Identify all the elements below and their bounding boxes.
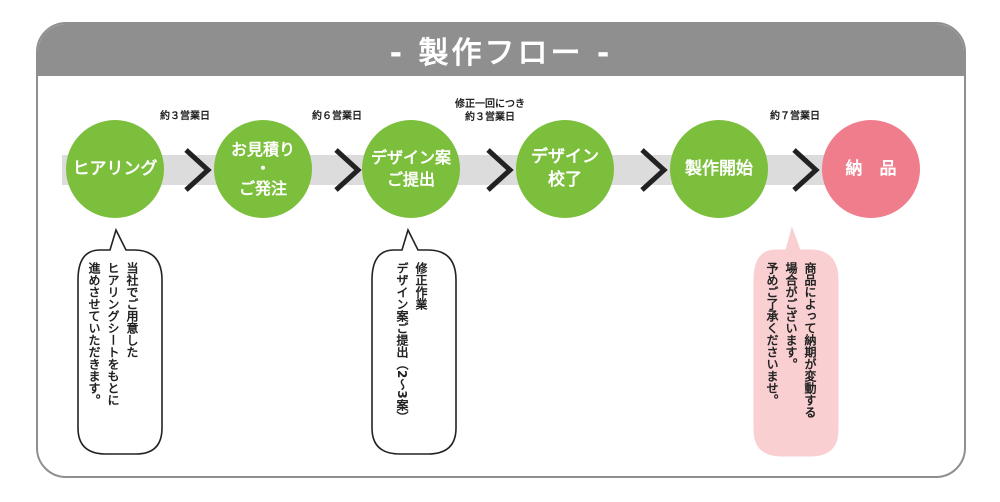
step-design-approval: デザイン 校了: [516, 120, 614, 218]
note-delivery-text: 商品によって納期が変動する 場合がございます。 予めご了承くださいませ。: [765, 262, 817, 418]
speech-bubble-hearing: [77, 228, 163, 455]
chevron-right-icon: [640, 148, 668, 192]
step-design-proposal: デザイン案 ご提出: [362, 120, 460, 218]
step-label: デザイン 校了: [531, 147, 599, 190]
duration-label-2: 約６営業日: [312, 111, 362, 122]
step-label: 製作開始: [685, 158, 753, 179]
step-delivery: 納 品: [822, 120, 920, 218]
step-label: デザイン案 ご提出: [370, 148, 451, 189]
speech-bubble-delivery: [753, 226, 839, 457]
chevron-right-icon: [334, 148, 362, 192]
step-label: お見積り ・ ご発注: [230, 140, 295, 198]
step-estimate-order: お見積り ・ ご発注: [214, 120, 312, 218]
chevron-right-icon: [184, 148, 212, 192]
speech-bubble-revision: [371, 228, 457, 455]
step-hearing: ヒアリング: [66, 120, 164, 218]
header-bar: - 製作フロー -: [38, 24, 964, 76]
step-production-start: 製作開始: [670, 120, 768, 218]
duration-label-1: 約３営業日: [160, 111, 210, 122]
note-revision-text: 修正作業 デザイン案ご提出（2〜3案）: [395, 262, 428, 423]
chevron-right-icon: [486, 148, 514, 192]
duration-label-4: 約７営業日: [770, 111, 820, 122]
duration-label-3: 修正一回につき 約３営業日: [455, 99, 525, 123]
note-hearing-text: 当社でご用意した ヒアリングシートをもとに 進めさせていただきます。: [87, 262, 139, 406]
step-label: 納 品: [845, 158, 897, 179]
page-title: - 製作フロー -: [389, 36, 613, 71]
chevron-right-icon: [792, 148, 820, 192]
step-label: ヒアリング: [72, 158, 158, 179]
